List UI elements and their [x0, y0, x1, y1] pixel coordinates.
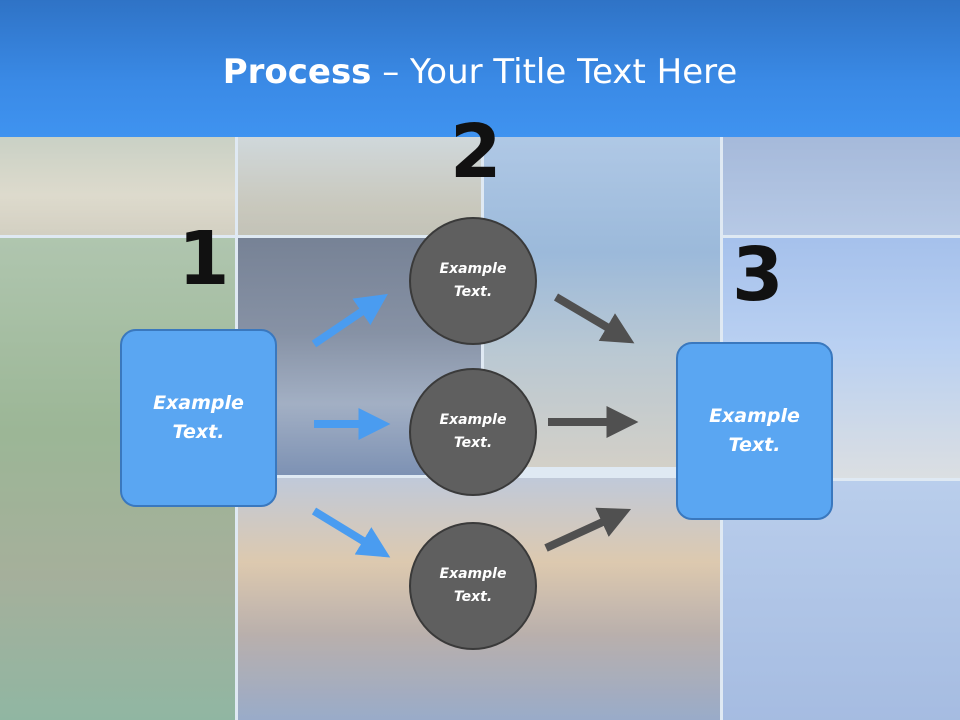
slide-title: Process – Your Title Text Here — [0, 52, 960, 92]
photo-tile-sea — [723, 481, 960, 720]
title-bold-word: Process — [222, 52, 372, 92]
process-end-box-text: Example Text. — [709, 405, 800, 456]
arrow-to-bottom-circle — [311, 507, 391, 558]
step-number-1: 1 — [178, 216, 230, 302]
photo-tile-rocks — [238, 137, 481, 235]
photo-tile-road — [0, 137, 235, 235]
process-circle-bottom: Example Text. — [409, 522, 537, 650]
process-circle-bottom-text: Example Text. — [439, 566, 507, 605]
arrow-from-bottom-circle — [544, 507, 632, 552]
process-end-box: Example Text. — [676, 342, 833, 520]
process-circle-middle: Example Text. — [409, 368, 537, 496]
arrow-to-top-circle — [311, 293, 388, 348]
title-bar — [0, 0, 960, 137]
process-circle-top: Example Text. — [409, 217, 537, 345]
process-start-box: Example Text. — [120, 329, 277, 507]
arrow-from-top-circle — [553, 293, 635, 344]
process-circle-middle-text: Example Text. — [439, 412, 507, 451]
title-rest: – Your Title Text Here — [371, 52, 738, 92]
step-number-2: 2 — [450, 109, 502, 195]
step-number-3: 3 — [732, 232, 784, 318]
process-start-box-text: Example Text. — [153, 392, 244, 443]
process-circle-top-text: Example Text. — [439, 261, 507, 300]
photo-tile-terrace — [723, 137, 960, 235]
